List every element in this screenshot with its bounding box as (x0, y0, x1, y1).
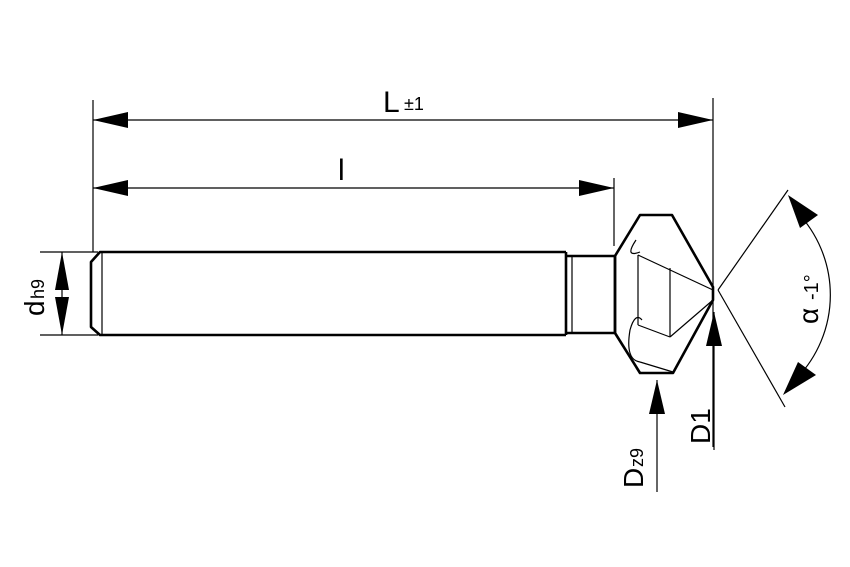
countersink-head (613, 213, 715, 375)
extension-lines (40, 98, 789, 447)
tip-diameter-label: D1 (685, 408, 716, 444)
angle-dimension: α -1° (783, 195, 831, 395)
head-diameter-tolerance: z9 (627, 448, 647, 467)
overall-length-label: L (383, 86, 400, 119)
shank-diameter-tolerance: h9 (28, 279, 48, 299)
overall-length-dimension: L ±1 (93, 86, 713, 128)
tool-shank (89, 250, 617, 337)
angle-label: α (793, 308, 824, 324)
shank-diameter-label: d (19, 300, 50, 316)
shank-length-dimension: l (93, 154, 614, 196)
head-diameter-dimension: D z9 (618, 380, 665, 492)
shank-length-label: l (338, 154, 345, 187)
overall-length-tolerance: ±1 (404, 94, 424, 114)
shank-diameter-dimension: d h9 (19, 252, 69, 335)
angle-tolerance: -1° (801, 274, 823, 300)
tip-diameter-dimension: D1 (685, 312, 722, 450)
head-diameter-label: D (618, 468, 649, 488)
